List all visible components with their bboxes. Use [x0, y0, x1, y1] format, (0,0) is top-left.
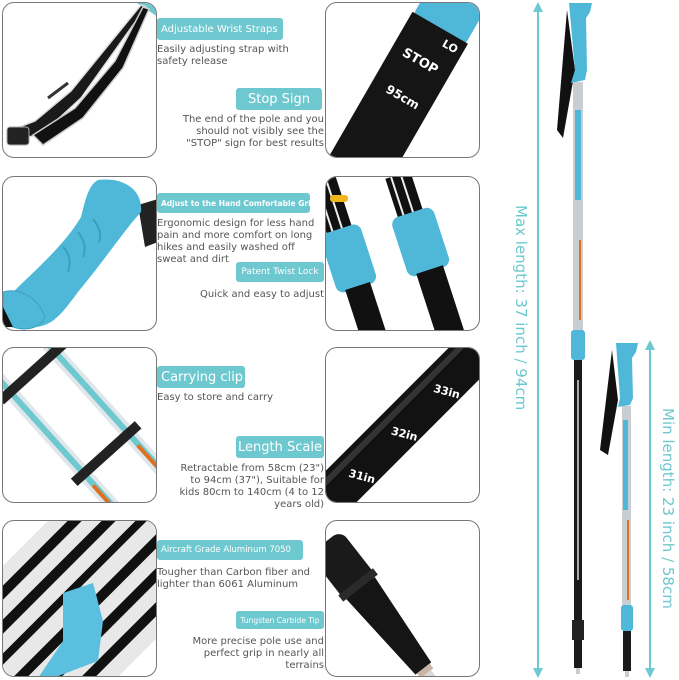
- stop-sign-photo: STOP 95cm LO: [325, 2, 480, 158]
- desc-stop-sign: The end of the pole and you should not v…: [182, 114, 324, 149]
- badge-aluminum: Aircraft Grade Aluminum 7050: [157, 540, 303, 560]
- desc-wrist-straps: Easily adjusting strap with safety relea…: [157, 44, 289, 67]
- badge-length-scale: Length Scale: [236, 436, 324, 458]
- desc-comfortable-grips: Ergonomic design for less hand pain and …: [157, 218, 315, 265]
- badge-wrist-straps: Adjustable Wrist Straps: [157, 18, 283, 40]
- aluminum-photo: [2, 520, 157, 677]
- badge-carrying-clip: Carrying clip: [157, 366, 245, 388]
- dimension-line: [649, 346, 651, 672]
- desc-twist-lock: Quick and easy to adjust: [200, 289, 324, 300]
- desc-length-scale: Retractable from 58cm (23") to 94cm (37"…: [179, 463, 324, 510]
- desc-aluminum: Tougher than Carbon fiber and lighter th…: [157, 567, 311, 590]
- badge-tungsten-tip: Tungsten Carbide Tip: [236, 611, 324, 629]
- pole-retracted: [598, 340, 643, 680]
- desc-carrying-clip: Easy to store and carry: [157, 392, 274, 403]
- dimension-line: [537, 8, 539, 672]
- desc-tungsten-tip: More precise pole use and perfect grip i…: [192, 636, 324, 671]
- max-length-label: Max length: 37 inch / 94cm: [512, 205, 530, 411]
- grip-photo: [2, 176, 157, 331]
- wrist-strap-photo: [2, 2, 157, 158]
- arrow-down-icon: [645, 668, 655, 678]
- twist-lock-photo: [325, 176, 480, 331]
- carrying-clip-photo: [2, 347, 157, 503]
- arrow-up-icon: [533, 2, 543, 12]
- arrow-up-icon: [645, 340, 655, 350]
- arrow-down-icon: [533, 668, 543, 678]
- badge-stop-sign: Stop Sign: [236, 88, 322, 110]
- carbide-tip-photo: [325, 520, 480, 677]
- badge-comfortable-grips: Adjust to the Hand Comfortable Grips: [157, 193, 321, 213]
- length-scale-photo: 33in 32in 31in: [325, 347, 480, 503]
- badge-twist-lock: Patent Twist Lock: [236, 262, 324, 282]
- min-length-label: Min length: 23 inch / 58cm: [659, 408, 677, 609]
- pole-extended: [555, 0, 600, 680]
